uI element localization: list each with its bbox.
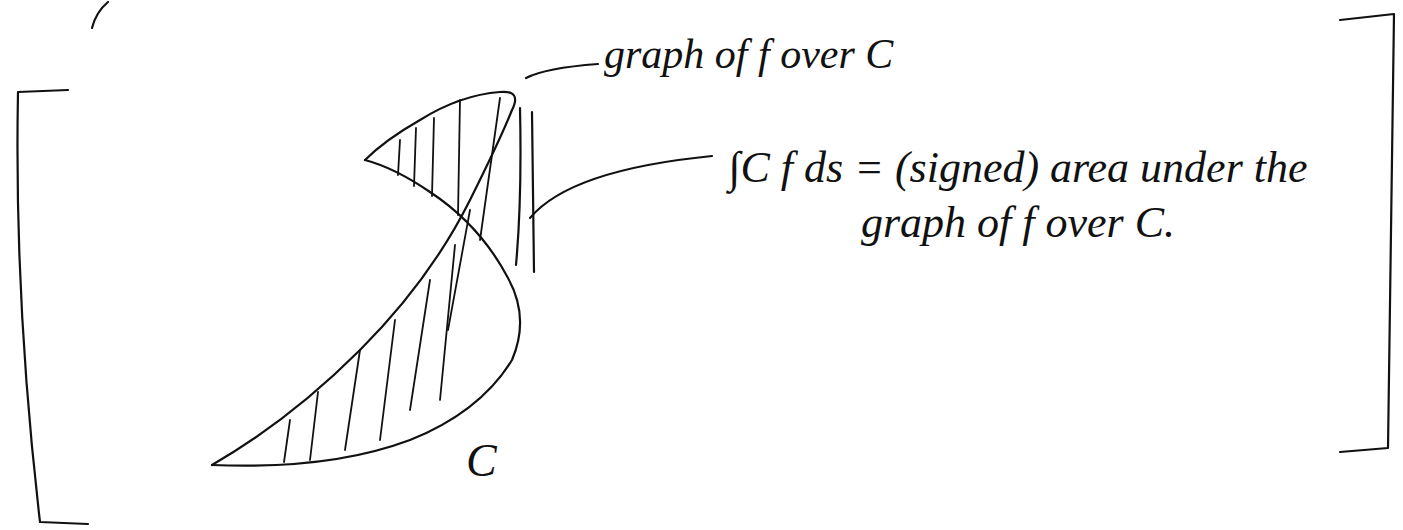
graph-label: graph of f over C — [604, 28, 1064, 81]
leader-line — [530, 156, 712, 218]
bracket — [17, 90, 88, 524]
side-stroke — [532, 112, 534, 272]
curve-c — [212, 160, 520, 466]
bracket — [1340, 14, 1394, 452]
bracket — [92, 2, 108, 28]
graph-curve — [212, 92, 515, 465]
side-stroke — [516, 108, 521, 265]
leader-line — [526, 64, 598, 78]
hatching — [284, 98, 500, 462]
integral-note: ∫C f ds = (signed) area under the graph … — [718, 140, 1318, 250]
curve-label: C — [466, 432, 526, 490]
